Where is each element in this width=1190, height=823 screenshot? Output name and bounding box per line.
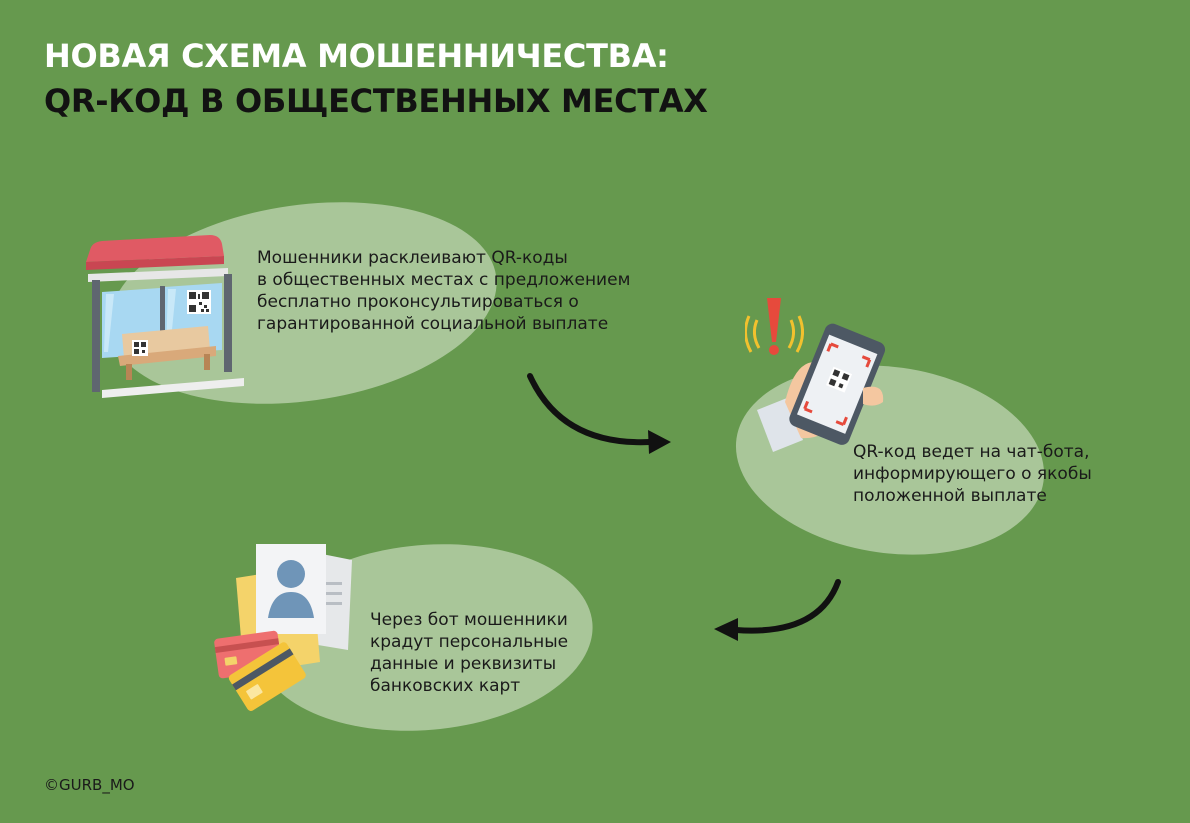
documents-cards-icon [214, 544, 352, 711]
step-1-line: гарантированной социальной выплате [257, 314, 609, 334]
step-3-line: крадут персональные [370, 632, 569, 652]
step-1-line: Мошенники расклеивают QR-коды [257, 248, 568, 268]
step-2-line: QR-код ведет на чат-бота, [853, 442, 1090, 462]
copyright-credit: ©GURB_MO [44, 776, 135, 794]
step-1-line: в общественных местах с предложением [257, 270, 631, 290]
title-line-1: НОВАЯ СХЕМА МОШЕННИЧЕСТВА: [44, 37, 669, 75]
step-2-text: QR-код ведет на чат-бота, информирующего… [853, 441, 1153, 507]
arrow-step-1-to-2 [527, 373, 671, 454]
step-3-line: данные и реквизиты [370, 654, 557, 674]
step-3-line: банковских карт [370, 676, 521, 696]
step-1-line: бесплатно проконсультироваться о [257, 292, 579, 312]
step-1-text: Мошенники расклеивают QR-коды в обществе… [257, 247, 677, 335]
bus-stop-qr-icon [86, 235, 244, 398]
phone-scan-alert-icon [745, 298, 886, 452]
page-title: НОВАЯ СХЕМА МОШЕННИЧЕСТВА: QR-КОД В ОБЩЕ… [44, 34, 708, 124]
title-line-2: QR-КОД В ОБЩЕСТВЕННЫХ МЕСТАХ [44, 82, 708, 120]
step-2-line: положенной выплате [853, 486, 1047, 506]
step-3-line: Через бот мошенники [370, 610, 568, 630]
arrow-step-2-to-3 [714, 579, 841, 641]
step-3-text: Через бот мошенники крадут персональные … [370, 609, 620, 697]
step-2-line: информирующего о якобы [853, 464, 1092, 484]
